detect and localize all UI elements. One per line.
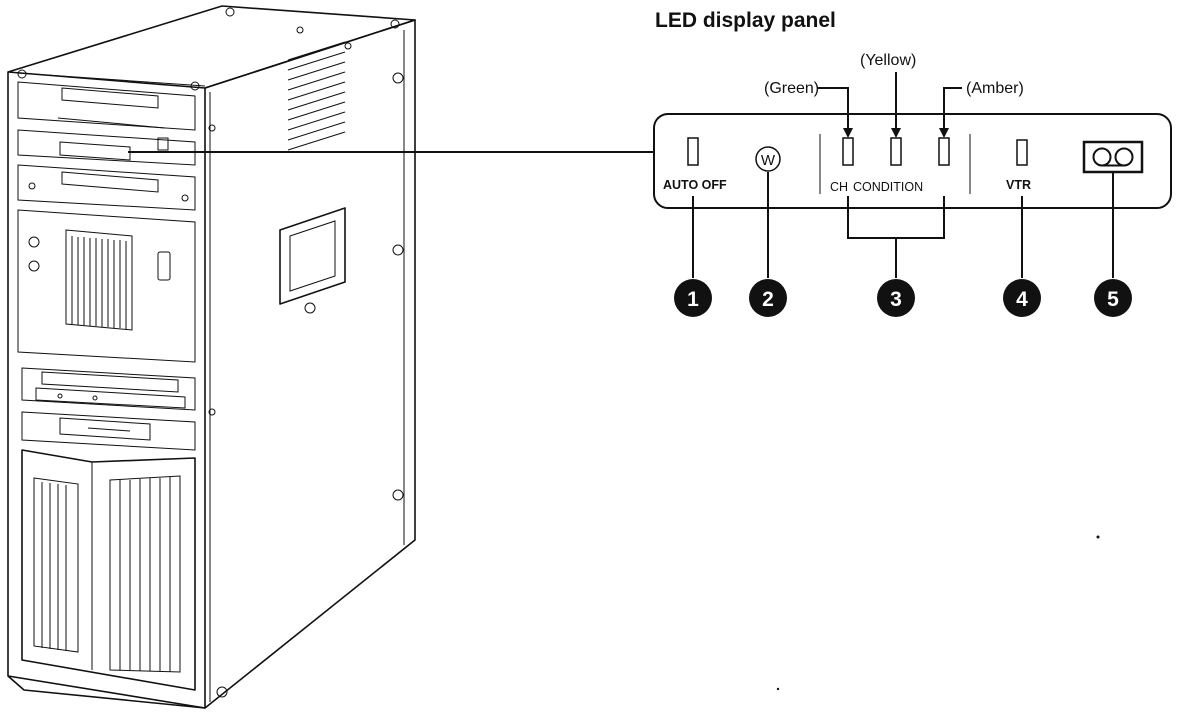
panel-title: LED display panel bbox=[655, 9, 836, 32]
side-vent bbox=[287, 41, 346, 151]
led-display-panel bbox=[653, 113, 1172, 209]
green-arrow bbox=[817, 87, 849, 134]
vtr-label: VTR bbox=[1006, 178, 1031, 192]
w-indicator-icon: W bbox=[755, 146, 781, 172]
side-handle bbox=[279, 207, 346, 305]
callout-4: 4 bbox=[1003, 279, 1041, 317]
green-color-label: (Green) bbox=[764, 80, 819, 97]
condition-led-green bbox=[842, 137, 854, 166]
callout-2: 2 bbox=[749, 279, 787, 317]
svg-text:4: 4 bbox=[1016, 288, 1028, 311]
auto-off-led bbox=[687, 137, 699, 166]
amber-color-label: (Amber) bbox=[966, 80, 1024, 97]
callout-5: 5 bbox=[1094, 279, 1132, 317]
callout-3: 3 bbox=[877, 279, 915, 317]
vtr-led bbox=[1016, 139, 1028, 166]
condition-led-yellow bbox=[890, 137, 902, 166]
mesh-grille bbox=[71, 236, 127, 329]
ch-label: CH bbox=[830, 180, 848, 194]
cassette-tape-icon bbox=[1082, 140, 1144, 174]
svg-text:2: 2 bbox=[762, 288, 774, 311]
svg-text:W: W bbox=[761, 152, 776, 169]
callout-leaders bbox=[692, 172, 1114, 278]
door-grille bbox=[41, 477, 171, 672]
condition-led-amber bbox=[938, 137, 950, 166]
pc-tower-illustration bbox=[7, 5, 416, 709]
amber-arrow bbox=[943, 87, 962, 134]
svg-text:3: 3 bbox=[890, 288, 902, 311]
scan-dot bbox=[776, 687, 780, 691]
svg-text:5: 5 bbox=[1107, 288, 1119, 311]
condition-label: CONDITION bbox=[853, 180, 923, 194]
callout-1: 1 bbox=[674, 279, 712, 317]
scan-dot bbox=[1096, 535, 1100, 539]
yellow-color-label: (Yellow) bbox=[860, 52, 916, 69]
svg-text:1: 1 bbox=[687, 288, 699, 311]
auto-off-label: AUTO OFF bbox=[663, 178, 727, 192]
